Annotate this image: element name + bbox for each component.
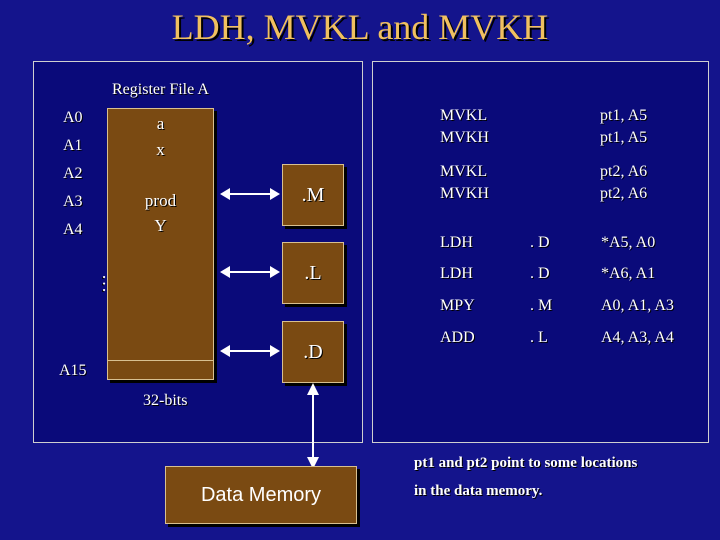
reg-label-a15: A15 <box>59 362 87 379</box>
mv-args-1: pt1, A5 <box>600 107 648 124</box>
arrow-d-to-memory <box>307 383 319 469</box>
instr-unit-2: . D <box>530 265 550 282</box>
reg-label-a2: A2 <box>63 165 83 182</box>
register-bottom-divider <box>108 360 213 361</box>
mv-op-4: MVKH <box>440 185 489 202</box>
instruction-panel <box>372 61 709 443</box>
register-a1-value: x <box>156 140 165 159</box>
mv-op-2: MVKH <box>440 129 489 146</box>
instr-args-3: A0, A1, A3 <box>601 297 674 314</box>
instr-args-1: *A5, A0 <box>601 234 656 251</box>
slide-title: LDH, MVKL and MVKH <box>171 7 549 47</box>
register-column: a x prod Y ... <box>99 108 214 380</box>
mv-args-2: pt1, A5 <box>600 129 648 146</box>
instr-op-3: MPY <box>440 297 475 314</box>
instr-unit-3: . M <box>530 297 553 314</box>
reg-label-a4: A4 <box>63 221 83 238</box>
mv-args-4: pt2, A6 <box>600 185 648 202</box>
register-a3-value: prod <box>144 191 177 210</box>
instr-op-1: LDH <box>440 234 473 251</box>
instr-unit-4: . L <box>530 329 548 346</box>
arrow-reg-to-d <box>220 345 280 357</box>
instr-op-4: ADD <box>440 329 475 346</box>
reg-label-a0: A0 <box>63 109 83 126</box>
unit-l: .L <box>282 242 344 304</box>
register-width-label: 32-bits <box>143 392 188 409</box>
unit-d: .D <box>282 321 344 383</box>
register-a0-value: a <box>156 114 165 133</box>
mv-op-1: MVKL <box>440 107 488 124</box>
mv-args-3: pt2, A6 <box>600 163 648 180</box>
data-memory: Data Memory <box>165 466 357 524</box>
instr-args-2: *A6, A1 <box>601 265 656 282</box>
register-a4-value: Y <box>154 216 167 235</box>
note-line-2: in the data memory. <box>414 483 543 499</box>
reg-label-a1: A1 <box>63 137 83 154</box>
register-file-caption: Register File A <box>112 81 209 98</box>
instr-args-4: A4, A3, A4 <box>601 329 674 346</box>
reg-label-a3: A3 <box>63 193 83 210</box>
instr-unit-1: . D <box>530 234 550 251</box>
arrow-reg-to-m <box>220 188 280 200</box>
unit-m: .M <box>282 164 344 226</box>
note-line-1: pt1 and pt2 point to some locations <box>414 455 638 471</box>
instr-op-2: LDH <box>440 265 473 282</box>
mv-op-3: MVKL <box>440 163 488 180</box>
register-ellipsis: ... <box>99 274 119 295</box>
arrow-reg-to-l <box>220 266 280 278</box>
